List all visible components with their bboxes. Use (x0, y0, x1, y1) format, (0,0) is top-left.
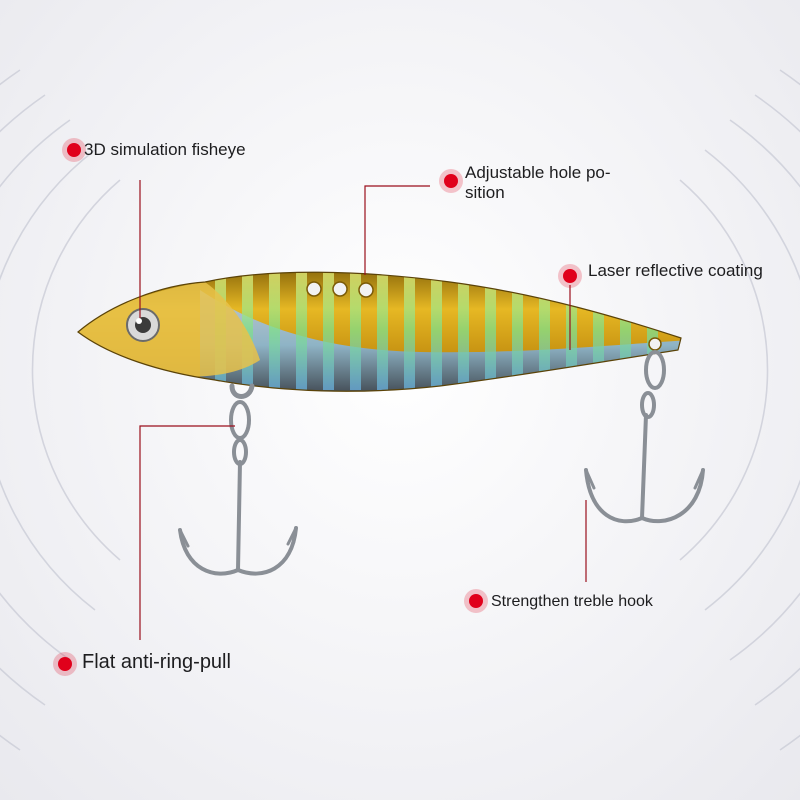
callout-marker-fisheye (67, 143, 81, 157)
callout-label-fisheye: 3D simulation fisheye (84, 140, 246, 159)
background-wave-arcs (0, 69, 800, 751)
laser-stripe (485, 272, 496, 390)
laser-stripe (620, 272, 631, 390)
laser-stripe (323, 272, 334, 390)
laser-stripe (647, 272, 658, 390)
laser-stripe (242, 272, 253, 390)
laser-stripe (539, 272, 550, 390)
callout-label-ring-pull: Flat anti-ring-pull (82, 651, 231, 673)
laser-stripe (566, 272, 577, 390)
rear-treble-hook (584, 350, 705, 524)
laser-stripe (431, 272, 442, 390)
callout-marker-ring-pull (58, 657, 72, 671)
laser-stripe (269, 272, 280, 390)
callout-label-coating: Laser reflective coating (588, 261, 763, 280)
callout-label-hole-line2: sition (465, 183, 505, 202)
laser-stripe (593, 272, 604, 390)
front-treble-hook (178, 383, 298, 576)
laser-stripe (296, 272, 307, 390)
laser-stripe (377, 272, 388, 390)
callout-marker-treble-hook (469, 594, 483, 608)
laser-stripe (458, 272, 469, 390)
callout-marker-hole (444, 174, 458, 188)
laser-stripe (350, 272, 361, 390)
laser-stripe (404, 272, 415, 390)
adjustable-holes (306, 281, 374, 298)
callout-leader-lines (139, 180, 587, 640)
callout-marker-coating (563, 269, 577, 283)
fisheye (126, 308, 160, 342)
callout-label-hole-line1: Adjustable hole po- (465, 163, 611, 182)
laser-stripe (512, 272, 523, 390)
callout-label-treble-hook: Strengthen treble hook (491, 593, 653, 610)
